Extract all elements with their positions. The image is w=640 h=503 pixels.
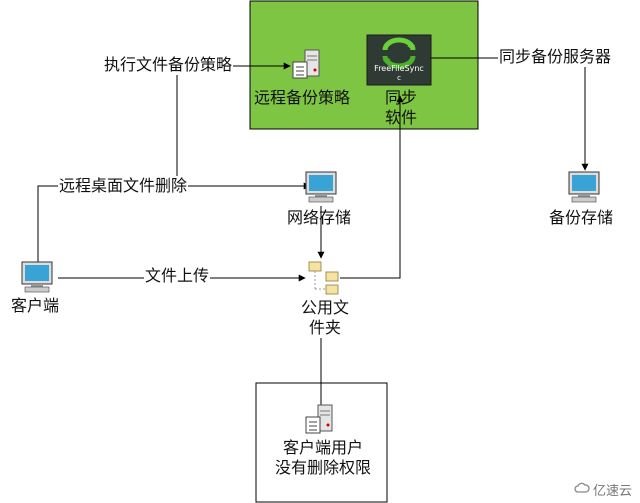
edge-label-sync-backup-server: 同步备份服务器 <box>498 47 613 67</box>
node-label-public-folder: 公用文 件夹 <box>300 298 349 337</box>
node-label-client-permission: 客户端用户 没有删除权限 <box>274 438 371 477</box>
node-label-network-storage: 网络存储 <box>287 208 352 227</box>
computer-icon <box>568 171 600 203</box>
node-label-client: 客户端 <box>11 296 60 315</box>
edge-folder-to-sync <box>340 95 404 279</box>
computer-icon <box>305 171 337 203</box>
sync-logo-text: FreeFileSync <box>374 64 424 73</box>
node-label-backup-storage: 备份存储 <box>549 208 614 227</box>
edge-label-remote-delete: 远程桌面文件删除 <box>58 176 189 196</box>
sync-server-box <box>249 0 479 130</box>
edge-label-upload: 文件上传 <box>144 266 211 286</box>
node-label-remote-policy: 远程备份策略 <box>254 88 351 107</box>
node-label-sync-software: 同步 软件 <box>384 88 417 127</box>
document-server-icon <box>292 49 320 79</box>
edge-label-execute-policy: 执行文件备份策略 <box>103 55 234 75</box>
sync-logo-icon: FreeFileSync c <box>366 34 432 86</box>
watermark: 亿速云 <box>574 480 632 499</box>
folder-share-icon <box>308 261 339 295</box>
watermark-text: 亿速云 <box>592 484 632 499</box>
cloud-logo-icon <box>574 482 590 498</box>
document-server-icon <box>305 404 333 434</box>
svg-text:c: c <box>397 74 401 82</box>
edge-remote-delete <box>37 182 311 262</box>
computer-icon <box>21 261 53 293</box>
